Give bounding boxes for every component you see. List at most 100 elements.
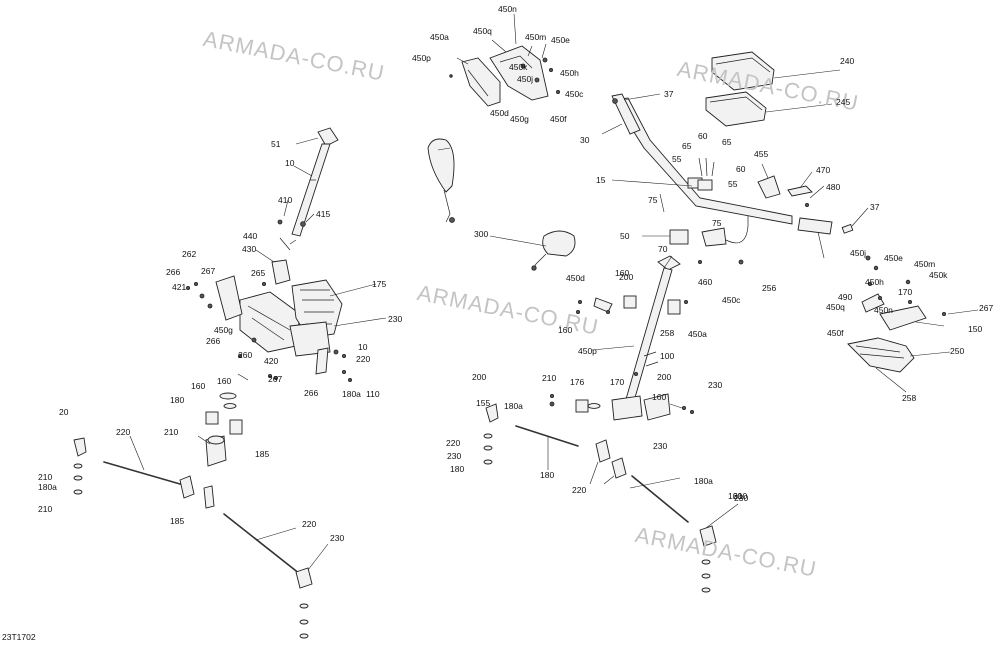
tie-rods-left xyxy=(73,437,313,639)
callout-label: 450j xyxy=(850,248,867,258)
callout-label: 460 xyxy=(698,277,713,287)
callout-label: 421 xyxy=(172,282,187,292)
callout-label: 60 xyxy=(736,164,746,174)
callout-label: 220 xyxy=(302,519,317,529)
callout-label: 170 xyxy=(610,377,625,387)
callout-label: 176 xyxy=(570,377,585,387)
handlebar xyxy=(611,93,854,265)
callout-label: 258 xyxy=(660,328,675,338)
handguard-right-assembly xyxy=(847,255,947,373)
callout-label: 490 xyxy=(838,292,853,302)
callout-label: 60 xyxy=(698,131,708,141)
callout-label: 450k xyxy=(509,62,528,72)
callout-label: 450h xyxy=(865,277,884,287)
callout-label: 220 xyxy=(572,485,587,495)
callout-label: 155 xyxy=(476,398,491,408)
callout-label: 220 xyxy=(446,438,461,448)
lower-left-bushings xyxy=(205,411,243,467)
callout-label: 210 xyxy=(164,427,179,437)
callout-label: 266 xyxy=(206,336,221,346)
callout-label: 110 xyxy=(366,389,380,399)
callout-label: 37 xyxy=(664,89,674,99)
callout-label: 70 xyxy=(658,244,668,254)
callout-label: 50 xyxy=(620,231,630,241)
callout-label: 210 xyxy=(38,472,53,482)
callout-label: 180a xyxy=(38,482,57,492)
callout-label: 450p xyxy=(578,346,597,356)
callout-label: 150 xyxy=(968,324,983,334)
callout-label: 450c xyxy=(722,295,741,305)
callout-label: 480 xyxy=(826,182,841,192)
callout-label: 450h xyxy=(560,68,579,78)
power-steering-unit xyxy=(185,259,352,409)
callout-label: 430 xyxy=(242,244,257,254)
callout-label: 420 xyxy=(264,356,279,366)
callout-label: 450a xyxy=(688,329,707,339)
callout-label: 450m xyxy=(525,32,547,42)
callout-label: 470 xyxy=(816,165,831,175)
callout-label: 230 xyxy=(653,441,668,451)
callout-label: 450q xyxy=(473,26,492,36)
figure-code: 23T1702 xyxy=(2,632,36,642)
callout-label: 37 xyxy=(870,202,880,212)
callout-label: 450n xyxy=(498,4,517,14)
callout-label: 262 xyxy=(182,249,197,259)
callout-label: 440 xyxy=(243,231,258,241)
callout-label: 450m xyxy=(914,259,936,269)
callout-label: 245 xyxy=(836,97,851,107)
callout-label: 256 xyxy=(762,283,777,293)
callout-label: 450j xyxy=(517,74,534,84)
mirrors xyxy=(427,138,576,271)
callout-label: 55 xyxy=(728,179,738,189)
callout-label: 185 xyxy=(255,449,270,459)
callout-label: 260 xyxy=(238,350,253,360)
callout-label: 267 xyxy=(201,266,216,276)
callout-label: 15 xyxy=(596,175,606,185)
callout-label: 240 xyxy=(840,56,855,66)
callout-label: 65 xyxy=(722,137,732,147)
callout-label: 180 xyxy=(170,395,185,405)
callout-label: 450n xyxy=(874,305,893,315)
callout-label: 160 xyxy=(728,491,743,501)
callout-label: 180a xyxy=(504,401,523,411)
callout-label: 180 xyxy=(540,470,555,480)
callout-label: 258 xyxy=(902,393,917,403)
callout-label: 455 xyxy=(754,149,769,159)
callout-label: 450d xyxy=(566,273,585,283)
callout-label: 267 xyxy=(268,374,283,384)
cover-pads xyxy=(705,51,775,127)
handguard-left-assembly xyxy=(449,45,561,107)
leader-lines xyxy=(129,13,979,571)
callout-label: 180a xyxy=(694,476,713,486)
callout-label: 200 xyxy=(657,372,672,382)
callout-label: 170 xyxy=(898,287,913,297)
callout-label: 266 xyxy=(304,388,319,398)
callout-label: 230 xyxy=(708,380,723,390)
center-bushings xyxy=(549,295,689,413)
callout-label: 180a xyxy=(342,389,361,399)
callout-label: 410 xyxy=(278,195,293,205)
callout-label: 230 xyxy=(734,493,749,503)
callout-label: 175 xyxy=(372,279,387,289)
callout-label: 160 xyxy=(217,376,232,386)
callout-label: 450e xyxy=(551,35,570,45)
callout-label: 450d xyxy=(490,108,509,118)
callout-label: 160 xyxy=(615,268,630,278)
steering-column-center xyxy=(611,255,695,421)
tie-rods-right xyxy=(483,403,717,593)
callout-label: 450g xyxy=(214,325,233,335)
callout-label: 450q xyxy=(826,302,845,312)
callout-label: 75 xyxy=(648,195,658,205)
callout-label: 160 xyxy=(652,392,667,402)
callout-label: 230 xyxy=(388,314,403,324)
callout-label: 75 xyxy=(712,218,722,228)
callout-label: 10 xyxy=(285,158,295,168)
callout-label: 450a xyxy=(430,32,449,42)
callout-label: 180 xyxy=(450,464,465,474)
callout-label: 65 xyxy=(682,141,692,151)
callout-label: 250 xyxy=(950,346,965,356)
callout-label: 210 xyxy=(733,491,748,501)
callout-label: 51 xyxy=(271,139,281,149)
callout-label: 450g xyxy=(510,114,529,124)
